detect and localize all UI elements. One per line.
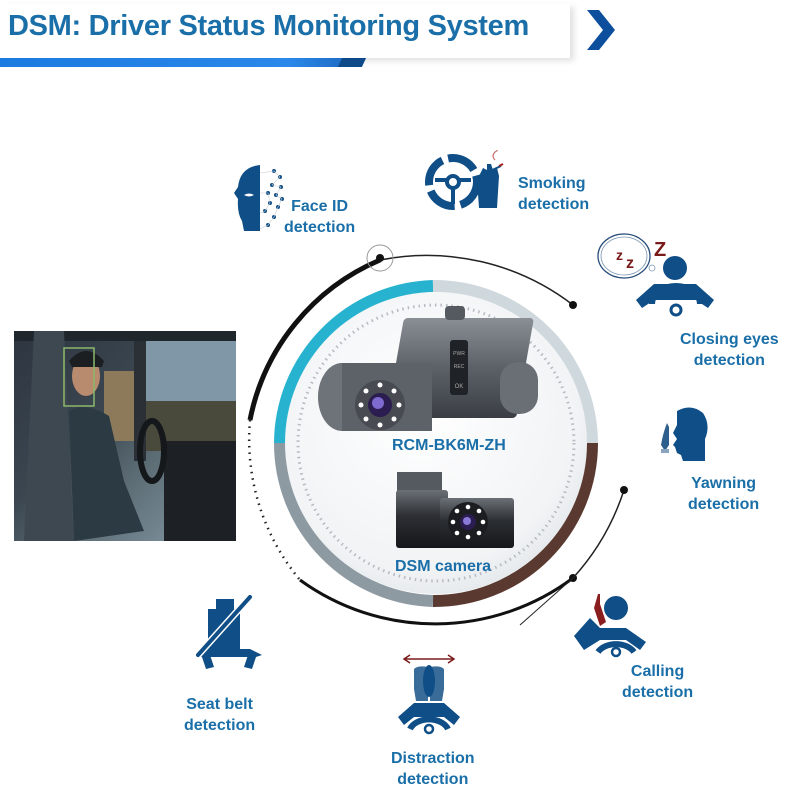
outer-arc-distraction bbox=[519, 577, 574, 626]
smoking-steering-icon bbox=[425, 150, 504, 210]
svg-text:z: z bbox=[626, 255, 634, 272]
feature-label-seat-belt: Seat belt detection bbox=[184, 694, 255, 736]
dashcam-product-image: PWR REC OK bbox=[318, 306, 538, 431]
feature-title: Smoking bbox=[518, 175, 586, 192]
header: DSM: Driver Status Monitoring System bbox=[0, 0, 800, 70]
driver-cab-illustration bbox=[14, 331, 236, 541]
phone-call-driver-icon bbox=[574, 594, 646, 658]
feature-subtitle: detection bbox=[518, 196, 590, 213]
driver-photo bbox=[14, 331, 236, 541]
ring-segment-gray bbox=[274, 442, 434, 607]
outer-arc-left-dotted bbox=[247, 419, 301, 581]
feature-label-smoking: Smoking detection bbox=[518, 173, 589, 215]
arc-node-ring bbox=[366, 244, 394, 272]
feature-label-face-id: Face ID detection bbox=[284, 196, 355, 238]
svg-text:Z: Z bbox=[654, 239, 666, 261]
dotted-inner-ring bbox=[296, 303, 576, 583]
chevron-right-icon bbox=[587, 10, 615, 50]
outer-arc-right bbox=[572, 489, 625, 579]
arc-dot bbox=[620, 486, 628, 494]
arc-dot bbox=[376, 254, 384, 262]
yawning-head-icon bbox=[661, 407, 708, 461]
ring-segment-teal bbox=[274, 280, 434, 444]
feature-label-distraction: Distraction detection bbox=[391, 748, 475, 790]
feature-title: Seat belt bbox=[186, 696, 253, 713]
feature-subtitle: detection bbox=[688, 496, 760, 513]
feature-title: Face ID bbox=[291, 198, 349, 215]
feature-label-calling: Calling detection bbox=[622, 661, 693, 703]
feature-subtitle: detection bbox=[184, 717, 256, 734]
outer-arc-bottom bbox=[299, 576, 574, 626]
ring-segment-brown bbox=[432, 442, 598, 608]
sleeping-driver-icon: z z Z bbox=[597, 233, 714, 317]
outer-arc-left-thick bbox=[247, 257, 381, 421]
face-scan-icon bbox=[234, 165, 284, 231]
feature-subtitle: detection bbox=[397, 771, 469, 788]
svg-text:z: z bbox=[616, 247, 623, 263]
feature-subtitle: detection bbox=[622, 684, 694, 701]
dsm-camera-image bbox=[396, 472, 514, 548]
title-banner bbox=[0, 4, 570, 58]
outer-arc-top bbox=[379, 254, 574, 306]
feature-subtitle: detection bbox=[284, 219, 356, 236]
head-turn-driver-icon bbox=[398, 654, 460, 735]
feature-title: Calling bbox=[630, 663, 685, 680]
ring-segment-light bbox=[432, 279, 598, 444]
page-title: DSM: Driver Status Monitoring System bbox=[8, 10, 529, 42]
feature-label-closing-eyes: Closing eyes detection bbox=[680, 329, 779, 371]
svg-text:PWR: PWR bbox=[453, 351, 465, 357]
feature-label-yawning: Yawning detection bbox=[688, 473, 759, 515]
svg-text:OK: OK bbox=[455, 384, 464, 390]
arc-dot bbox=[569, 301, 577, 309]
face-detection-box bbox=[63, 347, 95, 407]
title-underline bbox=[0, 58, 362, 67]
feature-title: Closing eyes bbox=[680, 331, 779, 348]
seat-belt-icon bbox=[194, 595, 262, 669]
feature-title: Distraction bbox=[391, 750, 475, 767]
feature-subtitle: detection bbox=[693, 352, 765, 369]
svg-text:REC: REC bbox=[454, 364, 465, 370]
feature-title: Yawning bbox=[691, 475, 757, 492]
product-model-label: RCM-BK6M-ZH bbox=[392, 437, 506, 454]
dsm-camera-label: DSM camera bbox=[395, 558, 492, 575]
